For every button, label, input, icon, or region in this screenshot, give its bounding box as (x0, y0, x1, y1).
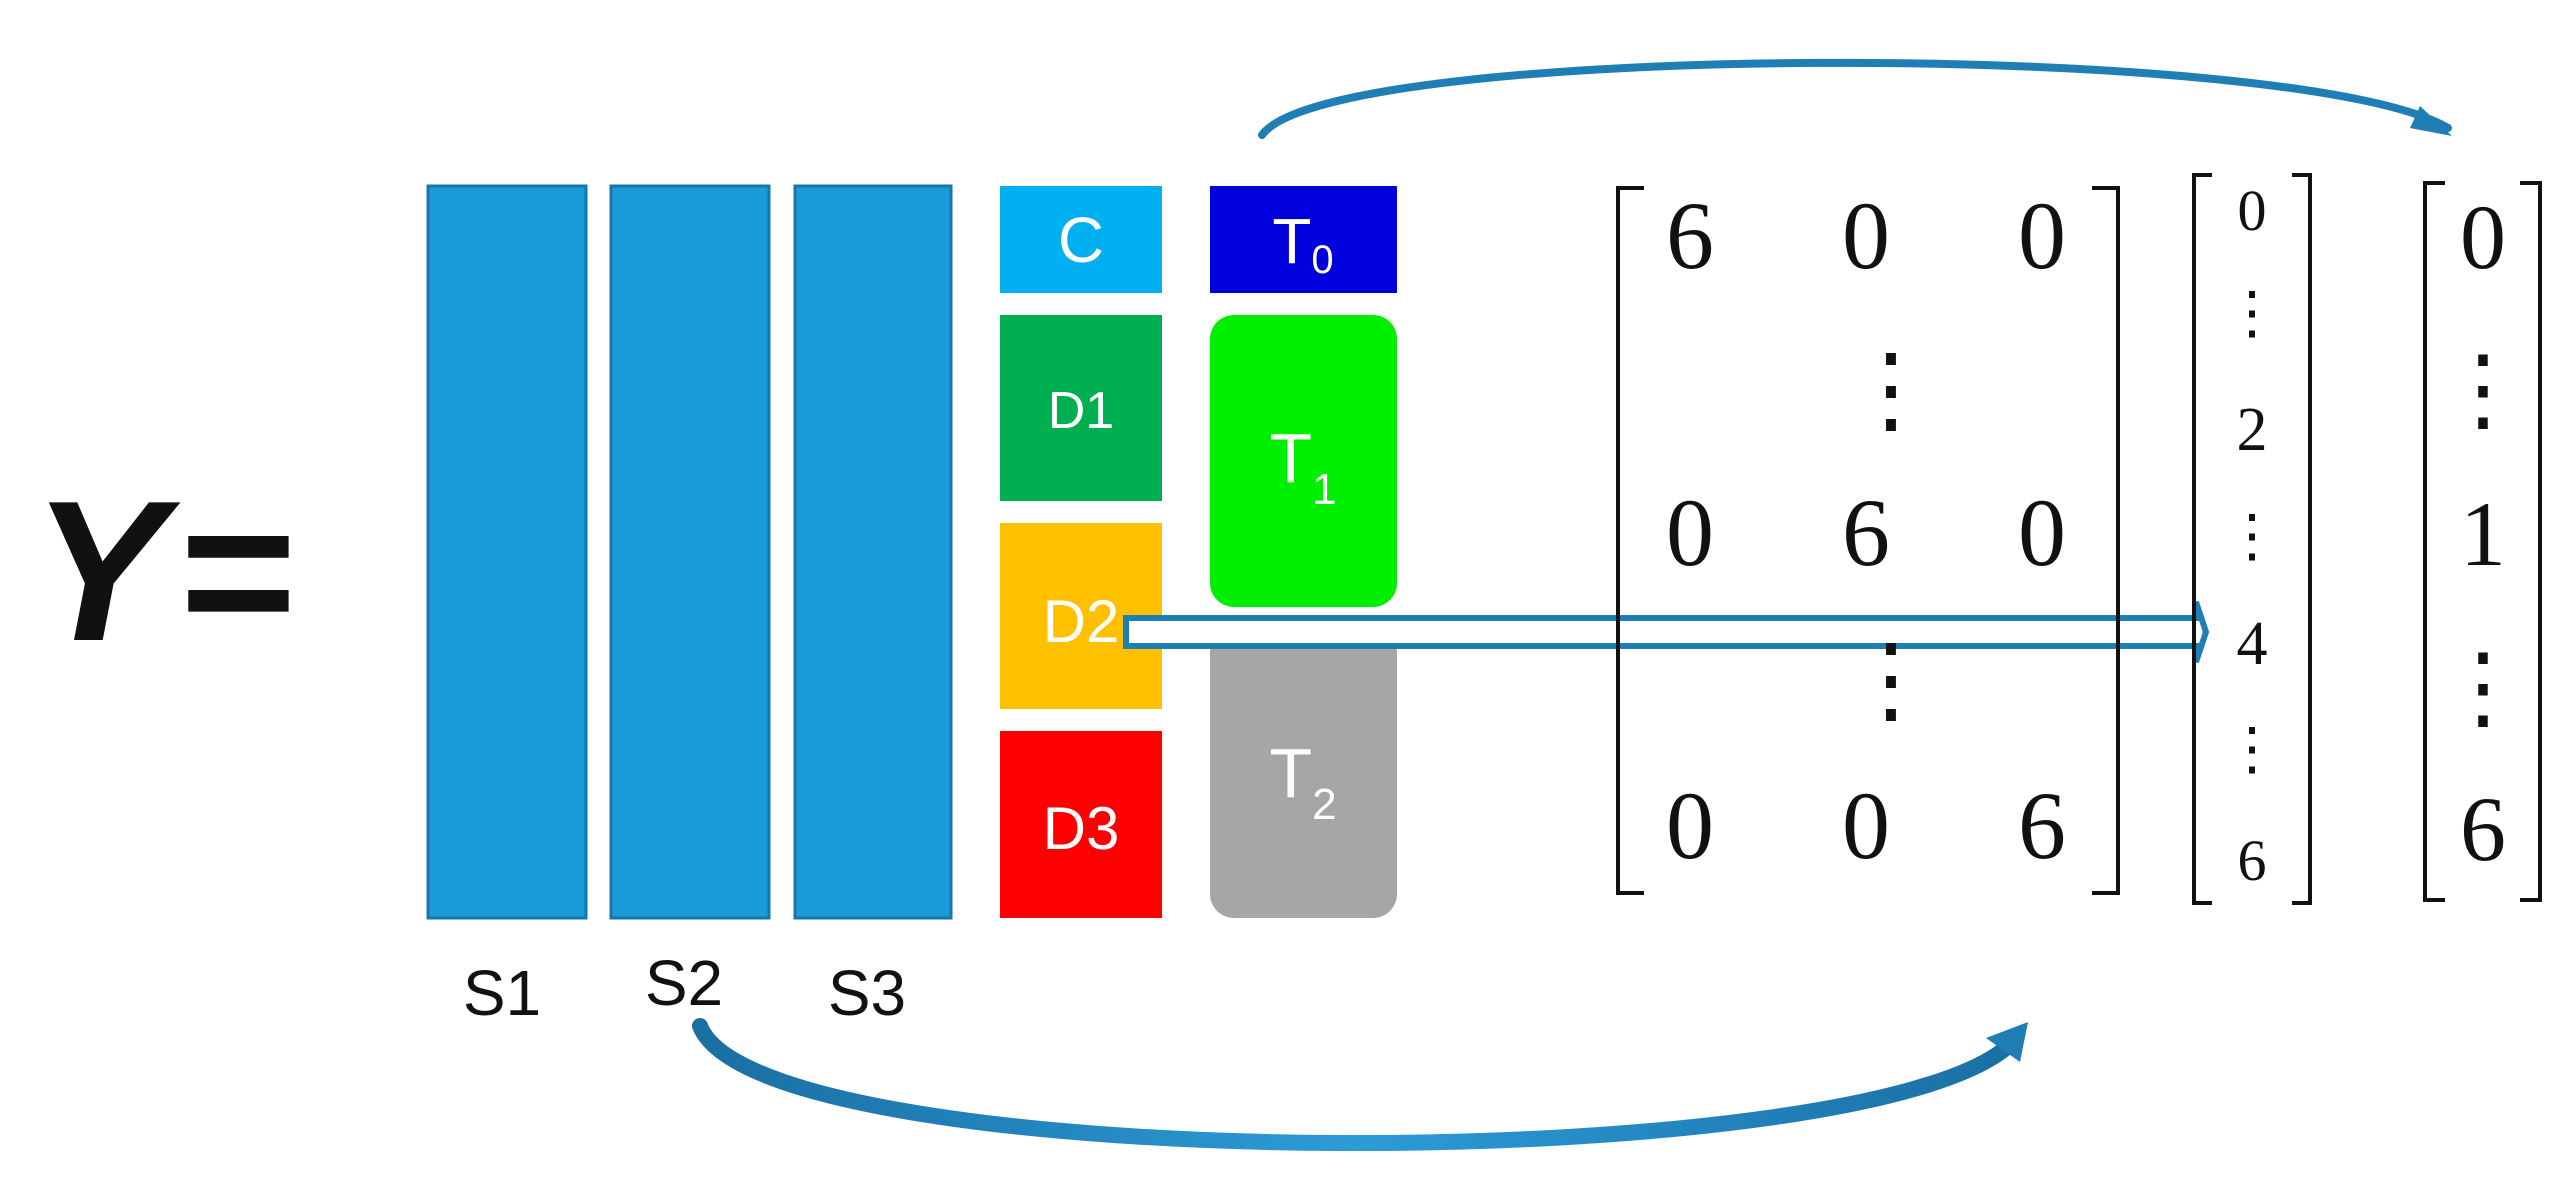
stratum-label-s2: S2 (645, 947, 723, 1019)
bottom-curved-arrow (692, 1018, 2024, 1152)
matrix-r1-c1: 6 (1666, 182, 1714, 289)
matrix-r2-c2: 6 (1842, 479, 1890, 586)
stratum-bar-s1 (426, 184, 588, 920)
time-label-t2: T2 (1269, 734, 1336, 829)
vector-b-vdots: ⋮ (2437, 636, 2529, 738)
vector-b-left-bracket (2423, 181, 2445, 902)
matrix-vdots-upper: ⋮ (1843, 336, 1939, 443)
equals-sign: = (180, 460, 297, 683)
matrix-r1-c3: 0 (2018, 182, 2066, 289)
matrix-r3-c2: 0 (1842, 772, 1890, 879)
vector-b-right-bracket (2520, 181, 2542, 902)
matrix-r3-c1: 0 (1666, 772, 1714, 879)
top-arrowhead (2410, 106, 2452, 136)
vector-a-vdots: ⋮ (2223, 280, 2281, 345)
vector-b-entry: 1 (2460, 483, 2506, 585)
time-box-t2 (1210, 628, 1397, 918)
vector-a-entry: 4 (2237, 610, 2268, 678)
matrix-right-bracket (2092, 186, 2120, 895)
vector-a-entry: 6 (2238, 828, 2267, 893)
vector-a-vdots: ⋮ (2223, 716, 2281, 781)
matrix-left-bracket (1616, 186, 1644, 895)
vector-a-left-bracket (2192, 173, 2212, 905)
stratum-bar-s2 (609, 184, 771, 920)
group-box-d3 (1000, 731, 1162, 918)
matrix-vdots-lower: ⋮ (1843, 626, 1939, 733)
vector-a-vdots: ⋮ (2223, 503, 2281, 568)
time-label-t0: T0 (1272, 205, 1333, 282)
group-label-control: C (1058, 204, 1104, 276)
vector-a-right-bracket (2292, 173, 2312, 905)
stratum-bar-s3 (793, 184, 953, 920)
matrix-r1-c2: 0 (1842, 182, 1890, 289)
group-box-d1 (1000, 315, 1162, 501)
matrix-r2-c3: 0 (2018, 479, 2066, 586)
time-box-t1 (1210, 315, 1397, 607)
time-label-t1: T1 (1269, 419, 1336, 514)
vector-a-entry: 2 (2237, 396, 2268, 464)
group-label-d2: D2 (1043, 588, 1120, 655)
vector-b-vdots: ⋮ (2437, 338, 2529, 440)
matrix-r3-c3: 6 (2018, 772, 2066, 879)
time-box-t0 (1210, 186, 1397, 293)
top-curved-arrow (1258, 58, 2452, 139)
group-label-d1: D1 (1048, 382, 1114, 440)
y-symbol: Y (32, 460, 181, 683)
vector-a-entry: 0 (2238, 178, 2267, 243)
vector-b-entry: 6 (2460, 778, 2506, 880)
group-label-d3: D3 (1043, 795, 1120, 862)
vector-b-entry: 0 (2460, 186, 2506, 288)
group-box-control (1000, 186, 1162, 293)
stratum-label-s3: S3 (828, 957, 906, 1029)
bottom-arrowhead (1986, 1022, 2028, 1062)
stratum-label-s1: S1 (463, 957, 541, 1029)
matrix-r2-c1: 0 (1666, 479, 1714, 586)
